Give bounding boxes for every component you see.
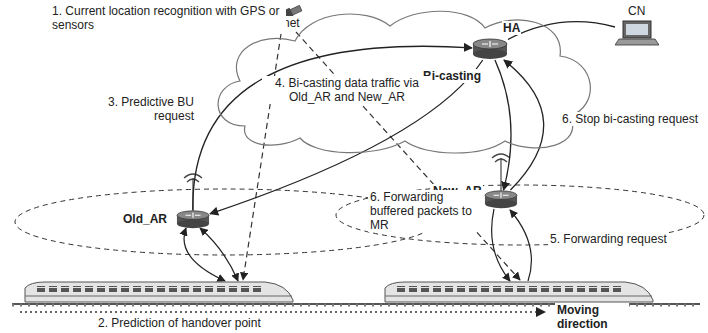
node-label: CN xyxy=(627,4,646,18)
host-node: CN xyxy=(615,20,659,46)
connector xyxy=(504,60,544,190)
radio-link xyxy=(184,228,225,281)
step-note: 6. Stop bi-casting request xyxy=(560,112,700,126)
step-note: 1. Current location recognition with GPS… xyxy=(50,4,286,32)
prediction-arrow xyxy=(20,311,545,313)
forwarding-link xyxy=(492,209,510,281)
router-icon xyxy=(176,210,210,229)
router-icon xyxy=(484,190,518,209)
connector xyxy=(508,22,615,40)
node-label: Old_AR xyxy=(122,212,168,226)
direction-label: Moving direction xyxy=(555,303,629,331)
node-label: HA xyxy=(502,21,521,35)
radio-link xyxy=(200,228,238,281)
access-router: Old_AR xyxy=(176,210,210,229)
forwarding-link xyxy=(510,210,531,281)
step-note: 6. Forwarding buffered packets to MR xyxy=(368,190,482,232)
step-note: 2. Prediction of handover point xyxy=(96,316,263,330)
laptop-icon xyxy=(615,20,659,46)
router-icon xyxy=(472,38,508,60)
connector xyxy=(495,60,511,190)
gps-signal-line xyxy=(243,34,281,280)
step-note: 4. Bi-casting data traffic via Old_AR an… xyxy=(262,76,432,104)
step-note: 3. Predictive BU request xyxy=(88,95,196,123)
train-icon xyxy=(385,282,653,302)
access-router: New_AR xyxy=(484,190,518,209)
router-node: HABi-casting xyxy=(472,38,508,60)
gps-signal-line xyxy=(296,32,520,280)
step-note: 5. Forwarding request xyxy=(548,232,669,246)
train-icon xyxy=(25,282,293,302)
coverage-area xyxy=(336,185,704,245)
